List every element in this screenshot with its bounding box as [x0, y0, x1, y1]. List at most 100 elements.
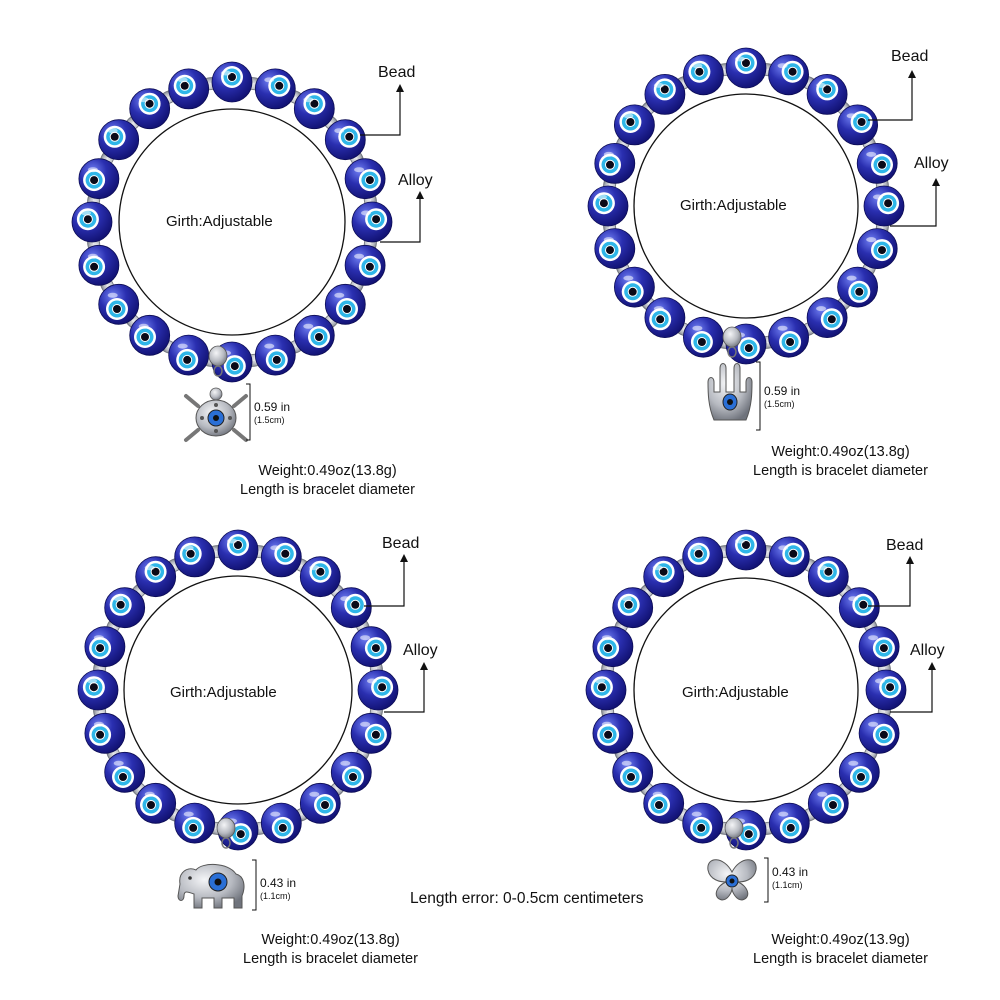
evil-eye-bead [837, 104, 879, 146]
evil-eye-bead [863, 185, 905, 227]
alloy-leader-line [384, 666, 425, 713]
evil-eye-bead [135, 782, 177, 824]
evil-eye-bead [838, 751, 880, 793]
charm-size-cm: (1.5cm) [254, 415, 285, 425]
length-note: Length is bracelet diameter [753, 463, 928, 479]
evil-eye-bead [324, 283, 366, 325]
weight-text: Weight:0.49oz(13.8g) [258, 463, 397, 479]
evil-eye-bead [217, 529, 259, 571]
evil-eye-bead [330, 587, 372, 629]
evil-eye-bead [104, 751, 146, 793]
evil-eye-bead [299, 556, 341, 598]
charm-size-inches: 0.43 in [260, 876, 297, 890]
evil-eye-bead [71, 201, 113, 243]
evil-eye-bead [98, 283, 140, 325]
evil-eye-bead [768, 536, 810, 578]
evil-eye-bead [594, 228, 636, 270]
evil-eye-bead [78, 158, 120, 200]
evil-eye-bead [350, 626, 392, 668]
evil-eye-bead [344, 244, 386, 286]
bracelet-info: Weight:0.49oz(13.8g) Length is bracelet … [225, 462, 430, 500]
evil-eye-bead [858, 626, 900, 668]
evil-eye-bead [168, 334, 210, 376]
charm-size-cm: (1.1cm) [772, 880, 803, 890]
evil-eye-bead [613, 266, 655, 308]
girth-label: Girth:Adjustable [170, 684, 277, 701]
evil-eye-bead [254, 334, 296, 376]
evil-eye-bead [594, 142, 636, 184]
evil-eye-bead [293, 88, 335, 130]
evil-eye-bead [84, 626, 126, 668]
girth-circle [633, 93, 859, 319]
alloy-leader-line [380, 195, 421, 243]
evil-eye-bead [682, 802, 724, 844]
bead-leader-line [868, 560, 911, 607]
alloy-label: Alloy [914, 155, 949, 172]
bracelet-image-butterfly [585, 529, 936, 903]
alloy-label: Alloy [403, 642, 438, 659]
alloy-leader-line [890, 666, 933, 713]
bracelet-panel-butterfly: Bead Alloy Girth:Adjustable 0.43 in (1.1… [500, 500, 1000, 1000]
evil-eye-bead [330, 751, 372, 793]
bracelet-image-turtle [71, 61, 424, 442]
elephant-charm-icon [177, 864, 245, 909]
evil-eye-bead [77, 669, 119, 711]
evil-eye-bead [104, 587, 146, 629]
charm-bail [208, 345, 228, 377]
bead-label: Bead [886, 537, 924, 554]
weight-text: Weight:0.49oz(13.8g) [261, 932, 400, 948]
evil-eye-bead [768, 802, 810, 844]
evil-eye-bead [837, 266, 879, 308]
charm-bail [722, 326, 742, 358]
length-note: Length is bracelet diameter [753, 951, 928, 967]
weight-text: Weight:0.49oz(13.8g) [771, 444, 910, 460]
turtle-charm-icon [184, 387, 248, 442]
charm-size-cm: (1.1cm) [260, 891, 291, 901]
evil-eye-bead [129, 88, 171, 130]
evil-eye-bead [725, 323, 767, 365]
evil-eye-bead [174, 536, 216, 578]
evil-eye-bead [806, 74, 848, 115]
evil-eye-bead [865, 669, 907, 711]
girth-label: Girth:Adjustable [166, 213, 273, 230]
evil-eye-bead [129, 314, 171, 356]
bracelet-panel-elephant: Bead Alloy Girth:Adjustable 0.43 in (1.1… [0, 500, 500, 1000]
evil-eye-bead [643, 782, 685, 824]
evil-eye-bead [807, 782, 849, 824]
length-note: Length is bracelet diameter [243, 951, 418, 967]
evil-eye-bead [856, 142, 898, 184]
girth-label: Girth:Adjustable [682, 684, 789, 701]
bracelet-panel-hamsa: Bead Alloy Girth:Adjustable 0.59 in (1.5… [500, 0, 1000, 500]
charm-size-cm: (1.5cm) [764, 399, 795, 409]
evil-eye-bead [682, 536, 724, 578]
evil-eye-bead [174, 802, 216, 844]
girth-label: Girth:Adjustable [680, 197, 787, 214]
evil-eye-bead [293, 314, 335, 356]
evil-eye-bead [350, 712, 392, 754]
bead-label: Bead [378, 64, 416, 81]
evil-eye-bead [682, 316, 724, 358]
evil-eye-bead [254, 68, 296, 110]
evil-eye-bead [98, 119, 140, 161]
bead-label: Bead [382, 535, 420, 552]
charm-size-inches: 0.59 in [254, 400, 291, 414]
evil-eye-bead [643, 556, 685, 598]
charm-bail [216, 817, 236, 849]
bead-label: Bead [891, 48, 929, 65]
length-error-note: Length error: 0-0.5cm centimeters [410, 890, 644, 907]
bracelet-image-elephant [77, 529, 428, 911]
evil-eye-bead [260, 536, 302, 578]
evil-eye-bead [592, 712, 634, 754]
alloy-label: Alloy [910, 642, 945, 659]
evil-eye-bead [344, 158, 386, 200]
length-note: Length is bracelet diameter [240, 482, 415, 498]
bead-leader-line [868, 74, 913, 121]
evil-eye-bead [725, 47, 767, 89]
hamsa-hand-charm-icon [707, 363, 753, 421]
evil-eye-bead [612, 751, 654, 793]
evil-eye-bead [78, 244, 120, 286]
evil-eye-bead [806, 297, 848, 339]
evil-eye-bead [612, 587, 654, 629]
girth-circle [123, 575, 353, 805]
evil-eye-bead [838, 587, 880, 629]
